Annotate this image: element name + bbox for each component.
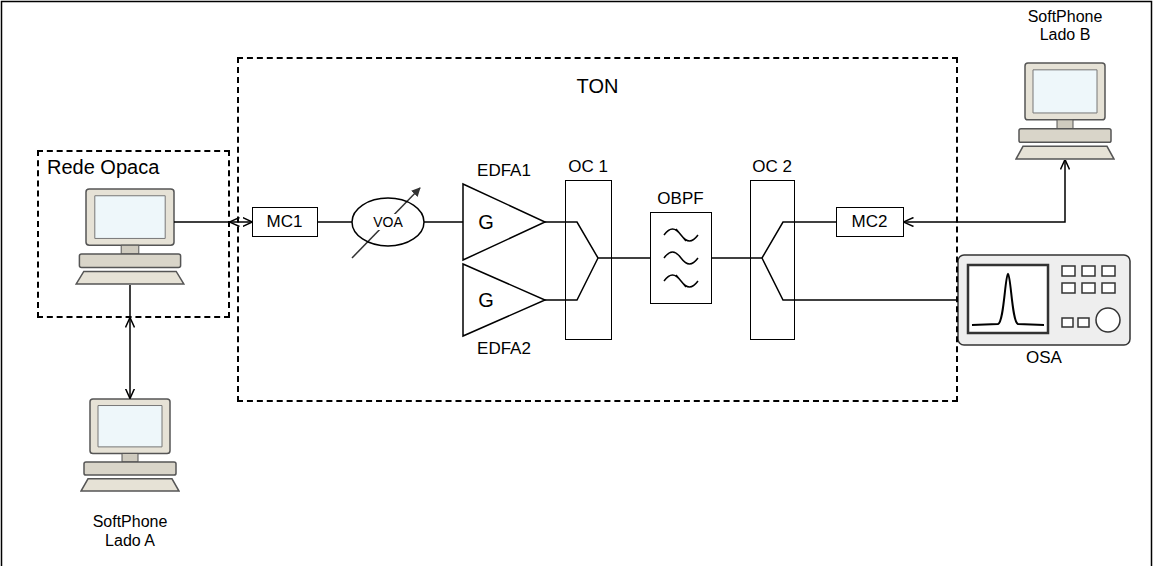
connector [545, 299, 565, 301]
osa-button [1062, 266, 1075, 276]
osa-button [1102, 283, 1115, 293]
connector [904, 160, 1065, 222]
amplifier-outline [463, 184, 545, 260]
device-area: SoftPhone Lado B [1005, 8, 1125, 160]
component-box: OBPF [650, 212, 712, 304]
osa-button [1082, 283, 1095, 293]
node-label: OSA [1026, 348, 1062, 368]
connector [424, 221, 463, 223]
node-label: G [478, 211, 494, 234]
connector [712, 257, 750, 259]
amplifier-triangle: GEDFA2 [463, 264, 545, 336]
node-outline [463, 264, 545, 336]
computer-icon [1016, 63, 1114, 159]
connector [230, 221, 252, 223]
connector [545, 221, 565, 223]
link-line [130, 222, 230, 318]
connector [612, 257, 650, 259]
node-label: OC 1 [568, 157, 608, 177]
computer-icon [81, 399, 179, 491]
computer-icon [76, 189, 184, 284]
attenuator-ellipse: VOA [352, 198, 424, 246]
osa-button [1062, 283, 1075, 293]
device-area: OSA [958, 255, 1130, 345]
component-box: OC 2 [750, 180, 795, 340]
node-label: G [478, 289, 494, 312]
node-label: OC 2 [752, 157, 792, 177]
connector [795, 221, 836, 223]
node-label: EDFA2 [477, 339, 531, 359]
attenuator-outline [352, 198, 424, 246]
device-area: SoftPhone Lado A [65, 398, 195, 550]
spectrum-peak [972, 274, 1044, 325]
node-label: MC2 [852, 212, 888, 232]
node-label: TON [577, 75, 619, 98]
node-label: Rede Opaca [47, 156, 159, 179]
connector [318, 221, 352, 223]
connector [129, 318, 131, 398]
node-label: MC1 [267, 212, 303, 232]
osa-knob [1096, 308, 1120, 332]
dashed-region: MC1VOAEDFA1GGEDFA2OC 1OBPFOC 2MC2TON [237, 57, 958, 402]
amplifier-triangle: EDFA1G [463, 184, 545, 260]
connector [795, 299, 958, 301]
osa-screen [968, 265, 1048, 333]
filter-symbol [664, 229, 698, 287]
osa-body [958, 255, 1130, 345]
coupler-lines [750, 222, 795, 300]
osa-button [1102, 266, 1115, 276]
component-box: MC1 [252, 207, 318, 237]
osa-button [1082, 266, 1095, 276]
node-label: EDFA1 [477, 161, 531, 181]
node-label: VOA [371, 214, 405, 230]
amplifier-outline [463, 264, 545, 336]
coupler-lines [565, 222, 612, 300]
osa-button [1062, 318, 1073, 327]
node-label: SoftPhone Lado A [75, 513, 185, 550]
component-box: OC 1 [565, 180, 612, 340]
node-label: SoftPhone Lado B [1010, 8, 1120, 45]
node-label: OBPF [657, 189, 703, 209]
dashed-region: Rede Opaca [37, 150, 230, 318]
component-box: MC2 [836, 207, 904, 237]
node-outline [463, 184, 545, 260]
osa-instrument [958, 255, 1130, 345]
osa-button [1078, 318, 1089, 327]
